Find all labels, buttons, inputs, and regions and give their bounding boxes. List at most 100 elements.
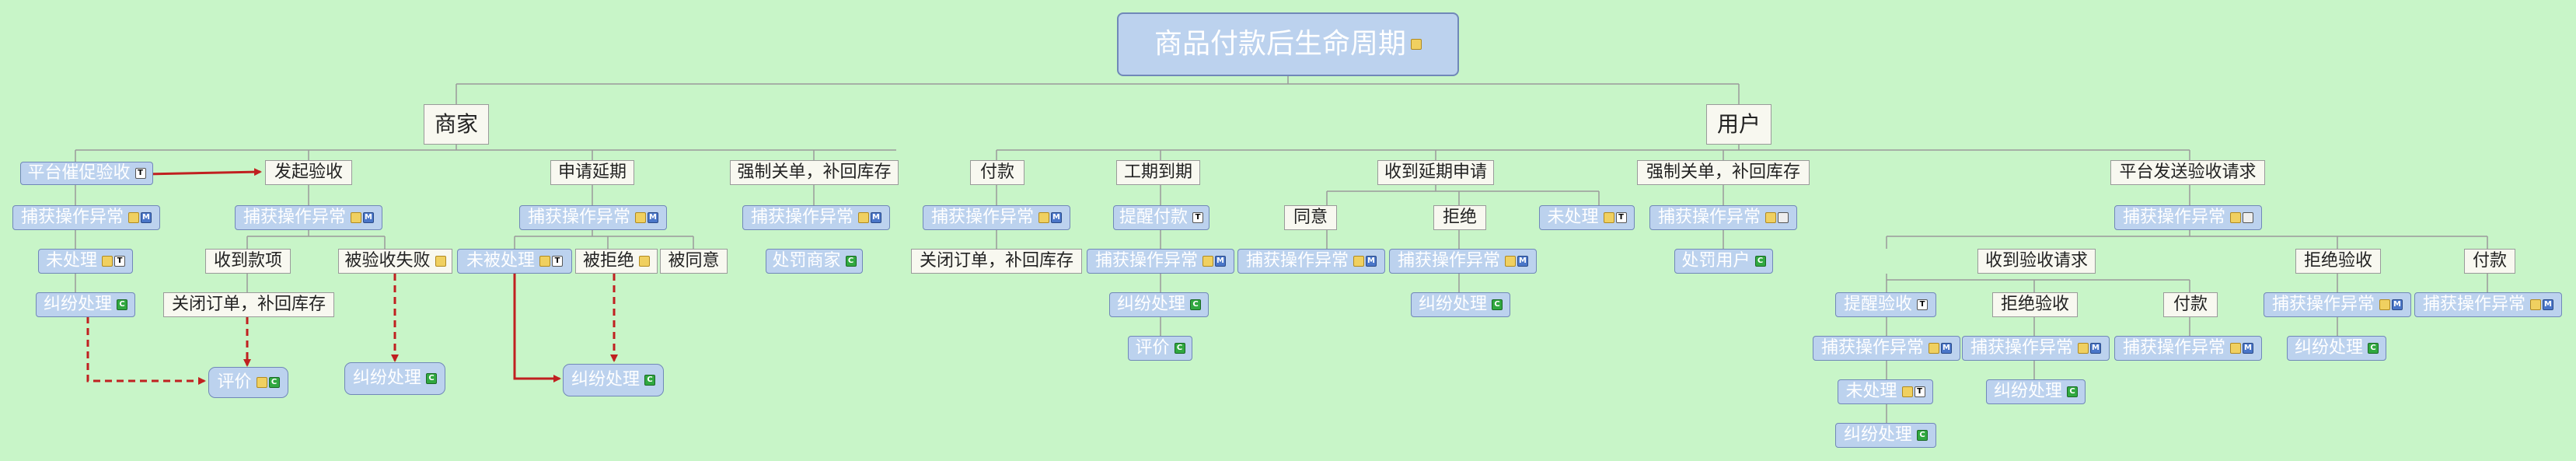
topic-label: 捕获操作异常 — [2271, 295, 2375, 314]
topic-icons: C — [1917, 430, 1928, 441]
topic-icons: C — [845, 256, 857, 267]
text-icon: T — [114, 256, 125, 267]
topic-label: 关闭订单，补回库存 — [171, 295, 326, 314]
topic-reject[interactable]: 拒绝 — [1433, 205, 1486, 230]
topic-pay-2[interactable]: 付款 — [2163, 292, 2218, 317]
topic-recv-accept-req[interactable]: 收到验收请求 — [1977, 249, 2096, 274]
topic-force-close[interactable]: 强制关单，补回库存 — [730, 160, 899, 185]
note-icon — [539, 256, 550, 267]
topic-rejected[interactable]: 被拒绝 — [575, 249, 658, 274]
topic-label: 纠纷处理 — [43, 295, 112, 314]
topic-accept-failed[interactable]: 被验收失败 — [338, 249, 452, 274]
topic-received-payment[interactable]: 收到款项 — [205, 249, 291, 274]
topic-label: 捕获操作异常 — [20, 208, 124, 227]
c-icon: C — [1492, 299, 1503, 310]
branch-user[interactable]: 用户 — [1706, 104, 1771, 145]
topic-label: 付款 — [2173, 295, 2208, 314]
tree-connectors — [75, 76, 2488, 423]
topic-label: 捕获操作异常 — [2122, 338, 2225, 358]
topic-label: 拒绝验收 — [2303, 251, 2372, 271]
note-icon — [128, 212, 139, 223]
topic-remind-pay[interactable]: 提醒付款 T — [1113, 205, 1209, 230]
c-icon: C — [2368, 343, 2379, 354]
topic-reject-accept-2[interactable]: 拒绝验收 — [2295, 249, 2381, 274]
topic-icons: T — [102, 256, 125, 267]
topic-reject-accept[interactable]: 拒绝验收 — [1992, 292, 2078, 317]
topic-capture-exception[interactable]: 捕获操作异常 M — [2264, 292, 2411, 317]
note-icon — [1038, 212, 1049, 223]
text-icon: T — [1192, 212, 1203, 223]
topic-close-order[interactable]: 关闭订单，补回库存 — [163, 292, 334, 317]
topic-label: 捕获操作异常 — [750, 208, 853, 227]
topic-agreed[interactable]: 被同意 — [660, 249, 728, 274]
topic-icons: T — [1901, 386, 1925, 397]
arrow-accept-to-start — [145, 168, 262, 176]
topic-force-close[interactable]: 强制关单，补回库存 — [1637, 160, 1810, 185]
topic-platform-send[interactable]: 平台发送验收请求 — [2110, 160, 2265, 185]
topic-label: 提醒付款 — [1119, 208, 1188, 227]
topic-label: 未处理 — [1547, 208, 1599, 227]
branch-merchant[interactable]: 商家 — [424, 104, 489, 145]
root-topic[interactable]: 商品付款后生命周期 — [1117, 12, 1459, 76]
m-icon: M — [2543, 299, 2553, 310]
topic-apply-extend[interactable]: 申请延期 — [550, 160, 634, 185]
topic-pay-3[interactable]: 付款 — [2464, 249, 2515, 274]
m-icon: M — [1941, 343, 1952, 354]
topic-label: 被拒绝 — [582, 251, 634, 271]
c-icon: C — [845, 256, 857, 267]
topic-capture-exception[interactable]: 捕获操作异常 — [2114, 205, 2262, 230]
topic-recv-extend[interactable]: 收到延期申请 — [1377, 160, 1494, 185]
note-icon — [102, 256, 113, 267]
note-icon — [1353, 256, 1364, 267]
topic-close-order[interactable]: 关闭订单，补回库存 — [911, 249, 1082, 274]
topic-label: 未处理 — [45, 251, 97, 271]
topic-icons: M — [2230, 343, 2253, 354]
topic-capture-exception[interactable]: 捕获操作异常 M — [2114, 336, 2262, 361]
relationship-arrows — [86, 168, 618, 385]
topic-period-due[interactable]: 工期到期 — [1116, 160, 1200, 185]
topic-label: 捕获操作异常 — [243, 208, 346, 227]
topic-label: 纠纷处理 — [571, 370, 640, 389]
topic-label: 捕获操作异常 — [1970, 338, 2073, 358]
topic-label: 付款 — [979, 162, 1014, 182]
topic-capture-exception[interactable]: 捕获操作异常 — [1649, 205, 1797, 230]
note-icon — [1505, 256, 1516, 267]
topic-label: 收到验收请求 — [1984, 251, 2088, 271]
topic-start-accept[interactable]: 发起验收 — [265, 160, 352, 185]
c-icon: C — [268, 377, 280, 388]
topic-icons: M — [2379, 299, 2403, 310]
topic-agree[interactable]: 同意 — [1284, 205, 1337, 230]
note-icon — [2230, 343, 2241, 354]
topic-unprocessed[interactable]: 未处理 T — [38, 249, 133, 274]
topic-pay[interactable]: 付款 — [970, 160, 1024, 185]
